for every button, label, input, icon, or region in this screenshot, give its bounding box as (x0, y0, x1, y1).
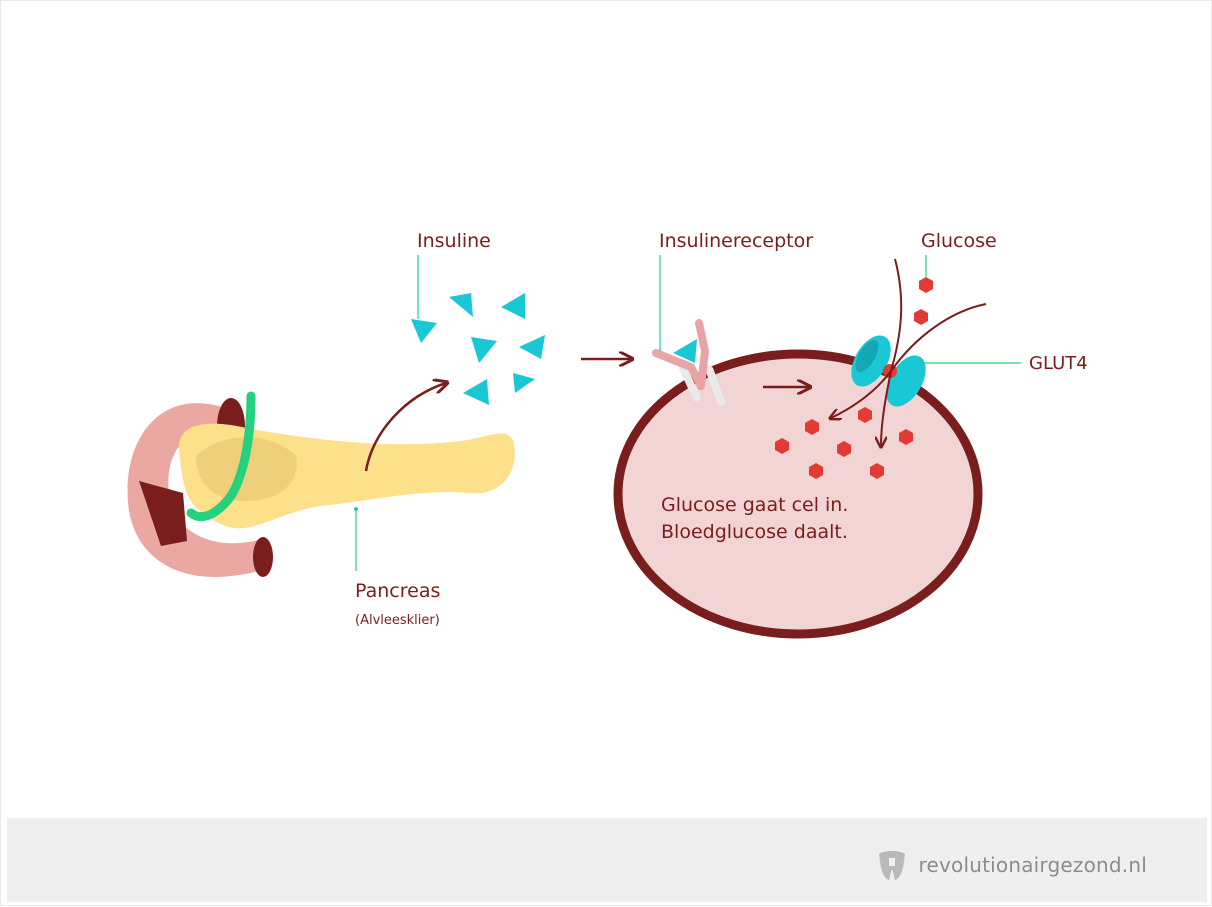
pancreas-organ (179, 424, 515, 529)
tooth-icon (875, 848, 909, 882)
label-pancreas: Pancreas (355, 580, 440, 602)
duodenum-bottom-opening (253, 537, 273, 577)
label-insuline: Insuline (417, 230, 491, 252)
label-insulinereceptor: Insulinereceptor (659, 230, 813, 252)
brand-text: revolutionairgezond.nl (919, 853, 1147, 877)
brand[interactable]: revolutionairgezond.nl (875, 848, 1147, 882)
label-glucose: Glucose (921, 230, 997, 252)
cell-caption-line2: Bloedglucose daalt. (661, 521, 848, 543)
label-glut4: GLUT4 (1029, 353, 1088, 374)
footer-bar: revolutionairgezond.nl (7, 818, 1207, 902)
label-alvleesklier: (Alvleesklier) (355, 613, 440, 628)
cell-caption-line1: Glucose gaat cel in. (661, 494, 848, 516)
